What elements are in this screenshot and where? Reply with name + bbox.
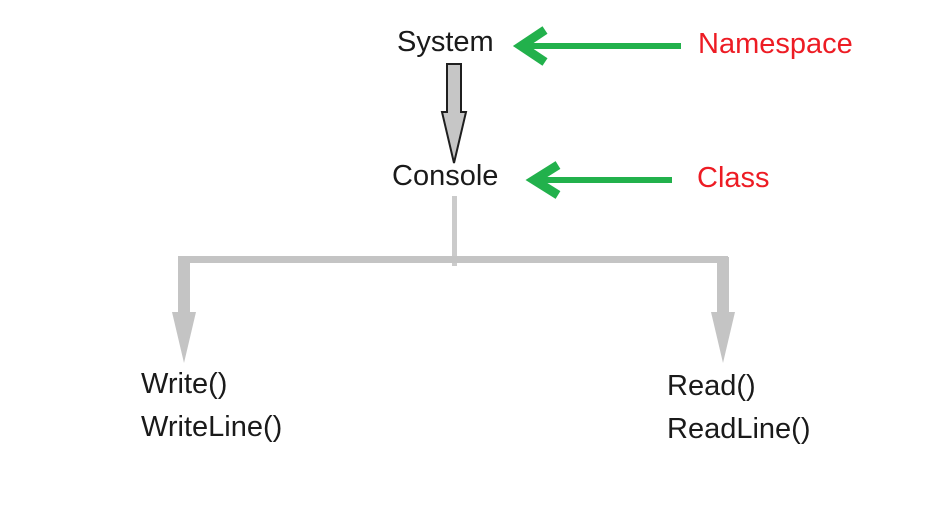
write-method-label: Write() [141, 368, 228, 400]
system-node-label: System [397, 26, 494, 58]
namespace-annotation-label: Namespace [698, 28, 853, 60]
right-branch-arrow-icon [711, 257, 735, 363]
branch-horizontal-line [178, 256, 728, 263]
system-to-console-arrow-icon [440, 63, 468, 164]
read-method-label: Read() [667, 370, 756, 402]
readline-method-label: ReadLine() [667, 413, 811, 445]
read-method-group: Read() ReadLine() [667, 365, 810, 451]
console-node-label: Console [392, 160, 499, 192]
write-method-group: Write() WriteLine() [141, 363, 282, 449]
writeline-method-label: WriteLine() [141, 411, 283, 443]
class-arrow-head-icon [525, 161, 561, 199]
namespace-arrow-head-icon [512, 26, 548, 66]
class-annotation-label: Class [697, 162, 770, 194]
left-branch-arrow-icon [172, 257, 196, 363]
console-stem-line [452, 196, 457, 266]
